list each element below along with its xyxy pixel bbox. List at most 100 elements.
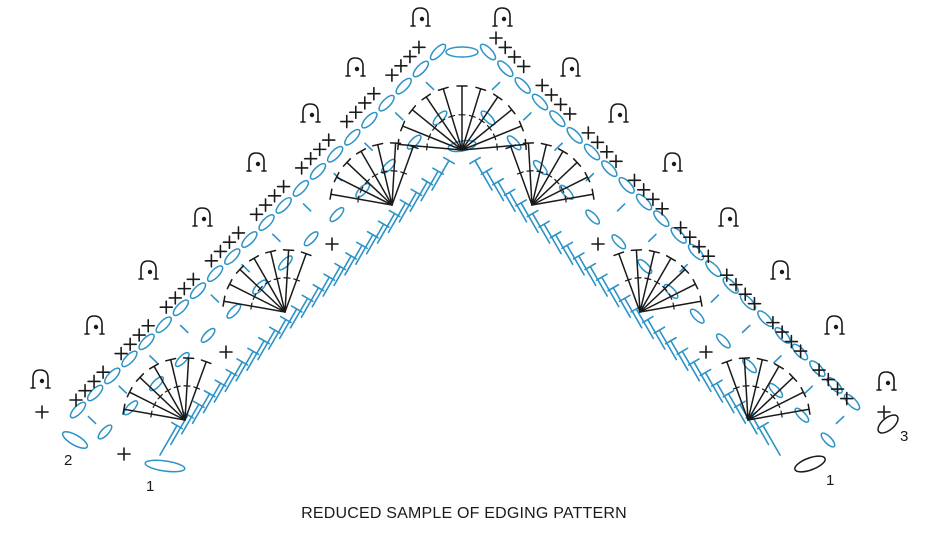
chain-loop-right: [705, 260, 722, 278]
fan-right-1-tick: [560, 186, 565, 193]
tall-stitch-left-bar: [443, 156, 455, 165]
chain-loop-mid-left: [97, 424, 113, 440]
tall-stitch-right-bar: [722, 389, 735, 398]
picot-right-dot: [727, 216, 733, 222]
tall-stitch-right-bar: [503, 188, 516, 197]
chain-loop-mid-right: [637, 258, 653, 275]
fan-right-1: [531, 150, 564, 206]
blue-dash-left: [149, 354, 158, 364]
fan-right-1-tick: [536, 170, 544, 174]
fan-apex-bar: [518, 120, 524, 132]
tall-stitch-right: [623, 297, 643, 329]
picot-right-dot: [569, 66, 575, 72]
tall-stitch-right: [485, 170, 505, 202]
tall-stitch-right-bar: [710, 379, 723, 387]
tall-stitch-left: [409, 180, 429, 212]
row-label-left-1: 1: [146, 478, 155, 495]
fan-right-2: [639, 250, 656, 313]
picot-right: [610, 103, 627, 122]
fan-left-3-tick: [364, 178, 370, 185]
fan-left-3: [335, 176, 393, 206]
chain-loop-left: [326, 145, 344, 163]
chain-loop-mid-right: [506, 135, 522, 151]
fan-left-3: [391, 145, 414, 206]
tall-stitch-right: [497, 180, 516, 212]
fan-left-2: [228, 283, 286, 313]
blue-dash-right: [741, 324, 751, 334]
tall-stitch-left: [180, 403, 200, 435]
tall-stitch-left: [365, 223, 385, 255]
chain-loop-right: [497, 60, 514, 78]
fan-left-2: [253, 257, 286, 313]
fan-left-1-tick: [164, 388, 172, 393]
fan-left-1-bar: [135, 373, 145, 382]
picot-left: [412, 7, 429, 26]
chain-loop-mid-left: [174, 351, 190, 368]
fan-left-2: [284, 252, 307, 313]
fan-left-3-bar: [329, 188, 333, 200]
chain-loop-row2: [61, 431, 89, 449]
base-rows-blue: [61, 43, 899, 473]
tall-stitch-left: [387, 202, 407, 234]
tall-stitch-right-bar: [733, 400, 746, 409]
fan-left-2-bar: [222, 295, 226, 307]
fan-right-3-bar: [788, 373, 798, 382]
fan-right-1-tick: [564, 195, 567, 203]
fan-left-2-tick: [264, 280, 272, 285]
fan-left-1-bar: [122, 403, 126, 415]
blue-dash-left: [271, 233, 281, 243]
tall-stitch-right: [681, 350, 701, 382]
tall-stitch-right-bar: [607, 283, 620, 292]
picot-right-dot: [501, 16, 507, 22]
fan-right-2-tick: [662, 285, 668, 292]
tall-stitch-left: [159, 424, 178, 456]
chain-loop-right: [791, 343, 809, 361]
chain-loop-left: [86, 384, 104, 402]
tall-stitch-left: [355, 233, 374, 266]
tall-stitch-right-bar: [653, 326, 666, 334]
chain-loop-top: [445, 46, 479, 58]
fan-right-3-tick: [780, 410, 783, 418]
tall-stitch-left: [322, 265, 342, 297]
fan-right-1: [531, 143, 548, 206]
tall-stitch-right-bar: [561, 241, 574, 250]
picot-right: [826, 315, 843, 334]
fan-right-2: [618, 252, 641, 313]
fan-apex: [461, 96, 499, 151]
fan-left-3-tick: [380, 170, 388, 174]
tall-stitch-right-bar: [538, 220, 551, 228]
tall-stitch-right-bar: [641, 315, 654, 324]
picot-left-dot: [201, 216, 207, 222]
chain-loop-mid-left: [200, 327, 216, 344]
tall-stitch-right-bar: [572, 252, 585, 260]
blue-dash-left: [302, 203, 312, 212]
tall-stitch-right: [577, 255, 597, 287]
picot-right: [664, 152, 681, 171]
fan-left-2-tick: [293, 278, 301, 282]
row-label-right-1: 1: [826, 472, 835, 489]
chain-loop-right: [514, 76, 531, 94]
chain-loop-mid-left: [226, 303, 242, 319]
chain-loop-mid-left: [329, 206, 345, 223]
picot-left-dot: [39, 378, 45, 384]
chain-loop-right: [601, 160, 618, 178]
chain-loop-left: [241, 231, 258, 248]
chain-loop-start: [144, 459, 186, 473]
tall-stitch-right-bar: [480, 167, 493, 175]
chain-loop-mid-right: [611, 234, 627, 250]
chain-loop-right: [566, 126, 583, 144]
chain-loop-right: [653, 210, 670, 228]
fan-right-1-tick: [545, 173, 553, 178]
fan-right-1: [510, 145, 533, 206]
fan-right-2: [639, 283, 697, 313]
tall-stitch-right: [520, 202, 539, 234]
fan-left-2-tick: [273, 277, 281, 281]
chain-loop-left: [429, 43, 447, 61]
tall-stitch-left: [344, 244, 363, 276]
chain-loop-right: [722, 276, 739, 294]
fan-apex: [425, 96, 463, 151]
picot-right-dot: [833, 324, 839, 330]
chain-loop-mid-right: [663, 283, 679, 300]
blue-dash-left: [179, 324, 189, 334]
